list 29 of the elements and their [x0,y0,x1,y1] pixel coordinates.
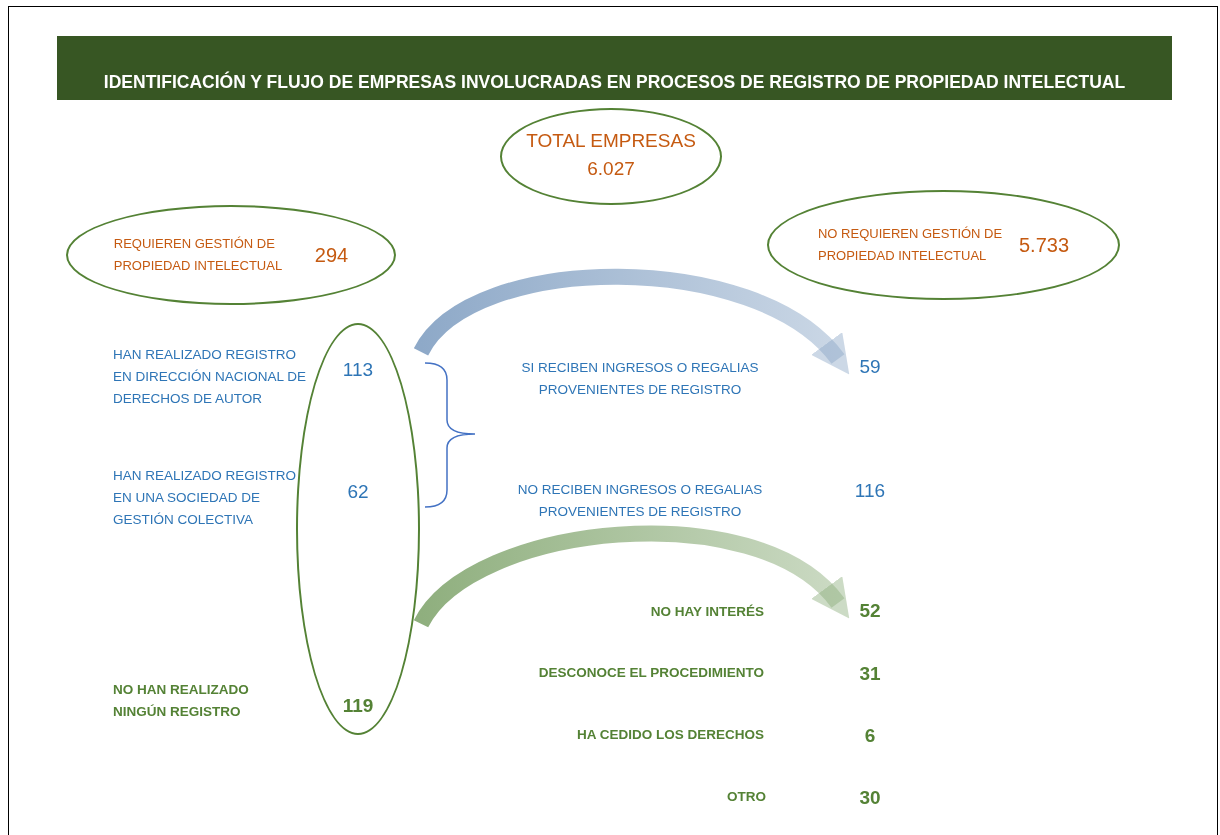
category-label: NO RECIBEN INGRESOS O REGALIAS PROVENIENTES DE REGISTRO [516,481,764,521]
category-label: HA CEDIDO LOS DERECHOS [575,726,764,744]
node-value: 5.733 [1018,233,1070,258]
count-value: 59 [852,354,888,380]
count-value: 119 [341,694,375,718]
node-title: REQUIEREN GESTIÓN DE PROPIEDAD INTELECTUAL [113,235,284,275]
curved-arrow [414,525,852,629]
category-label: OTRO [726,788,766,806]
count-value: 62 [346,480,370,504]
category-label: HAN REALIZADO REGISTRO EN DIRECCIÓN NACIONAL DE DERECHOS DE AUTOR [113,346,308,408]
category-label: HAN REALIZADO REGISTRO EN UNA SOCIEDAD DE GESTIÓN COLECTIVA [113,467,298,529]
node-value: 294 [314,243,349,268]
count-value: 6 [863,724,877,748]
count-value: 52 [852,598,888,624]
category-label: SI RECIBEN INGRESOS O REGALIAS PROVENIENTES DE REGISTRO [520,359,760,399]
category-label: NO HAN REALIZADO NINGÚN REGISTRO [113,681,250,721]
curved-arrow [414,268,852,373]
count-value: 31 [858,662,882,686]
category-label: NO HAY INTERÉS [649,603,764,621]
category-ellipse [66,205,396,305]
node-title: NO REQUIEREN GESTIÓN DE PROPIEDAD INTELECTUAL [817,225,1003,265]
node-title: TOTAL EMPRESAS [526,128,696,153]
total-ellipse [500,108,722,205]
node-value: 6.027 [587,156,635,181]
count-value: 116 [853,479,887,503]
category-label: DESCONOCE EL PROCEDIMIENTO [537,664,764,682]
category-ellipse [767,190,1120,300]
title-banner: IDENTIFICACIÓN Y FLUJO DE EMPRESAS INVOLUCRADAS EN PROCESOS DE REGISTRO DE PROPIEDAD INTELECTUAL [57,36,1172,100]
count-value: 30 [858,786,882,810]
